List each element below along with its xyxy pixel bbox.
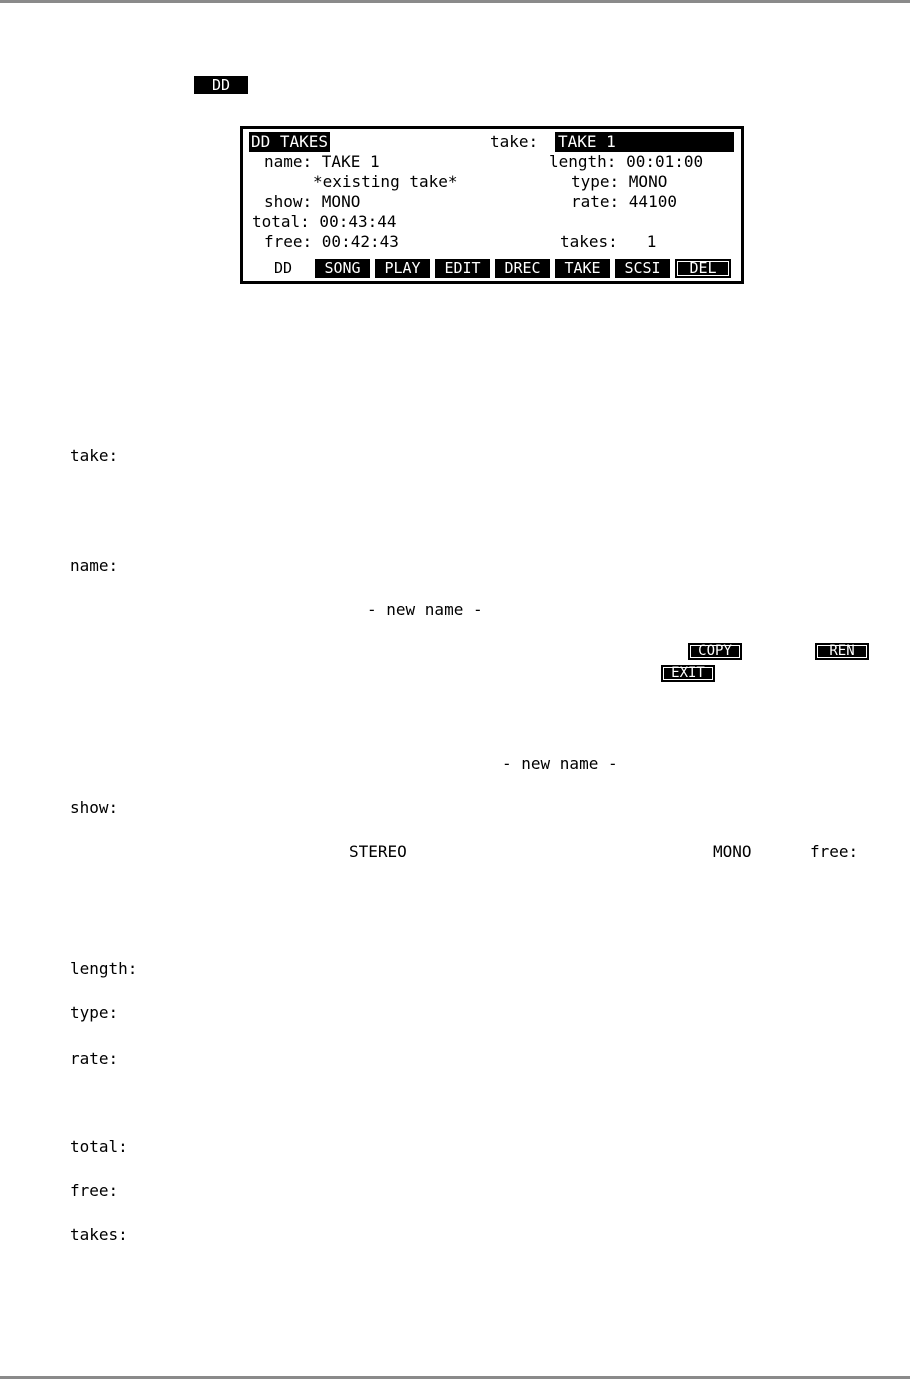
lcd-existing-take: *existing take* <box>313 172 458 191</box>
param-total: total: <box>70 1137 128 1156</box>
copy-button[interactable]: COPY <box>688 643 742 660</box>
softkey-song[interactable]: SONG <box>315 259 370 278</box>
softkey-take[interactable]: TAKE <box>555 259 610 278</box>
lcd-free-line: free: 00:42:43 <box>264 232 399 251</box>
softkey-play[interactable]: PLAY <box>375 259 430 278</box>
lcd-show-line[interactable]: show: MONO <box>264 192 361 211</box>
lcd-length-line: length: 00:01:00 <box>549 152 704 171</box>
param-rate: rate: <box>70 1049 119 1068</box>
param-take: take: <box>70 446 119 465</box>
lcd-type-line: type: MONO <box>571 172 668 191</box>
param-show: show: <box>70 798 119 817</box>
param-takes: takes: <box>70 1225 128 1244</box>
mono-text: MONO <box>713 842 752 861</box>
exit-button[interactable]: EXIT <box>661 665 715 682</box>
lcd-total-line: total: 00:43:44 <box>252 212 397 231</box>
lcd-take-label: take: <box>490 132 539 151</box>
softkey-drec[interactable]: DREC <box>495 259 550 278</box>
lcd-softkey-row: DD SONG PLAY EDIT DREC TAKE SCSI DEL <box>243 259 741 279</box>
dd-key-label: DD <box>194 76 248 94</box>
new-name-text-1: - new name - <box>367 600 483 619</box>
lcd-title: DD TAKES <box>249 132 331 152</box>
free-inline-text: free: <box>810 842 859 861</box>
softkey-scsi[interactable]: SCSI <box>615 259 670 278</box>
param-length: length: <box>70 959 138 978</box>
top-rule <box>0 0 910 3</box>
lcd-screen: DD TAKES take: TAKE 1 name: TAKE 1 lengt… <box>240 126 744 284</box>
lcd-take-value[interactable]: TAKE 1 <box>555 132 734 152</box>
param-type: type: <box>70 1003 119 1022</box>
bottom-rule <box>0 1376 910 1379</box>
ren-button[interactable]: REN <box>815 643 869 660</box>
stereo-text: STEREO <box>349 842 407 861</box>
lcd-rate-line: rate: 44100 <box>571 192 677 211</box>
lcd-takes-line: takes: 1 <box>560 232 657 251</box>
new-name-text-2: - new name - <box>502 754 618 773</box>
softkey-del[interactable]: DEL <box>675 259 731 278</box>
param-name: name: <box>70 556 119 575</box>
param-free: free: <box>70 1181 119 1200</box>
lcd-name-line[interactable]: name: TAKE 1 <box>264 152 380 171</box>
softkey-dd[interactable]: DD <box>251 259 315 278</box>
softkey-edit[interactable]: EDIT <box>435 259 490 278</box>
